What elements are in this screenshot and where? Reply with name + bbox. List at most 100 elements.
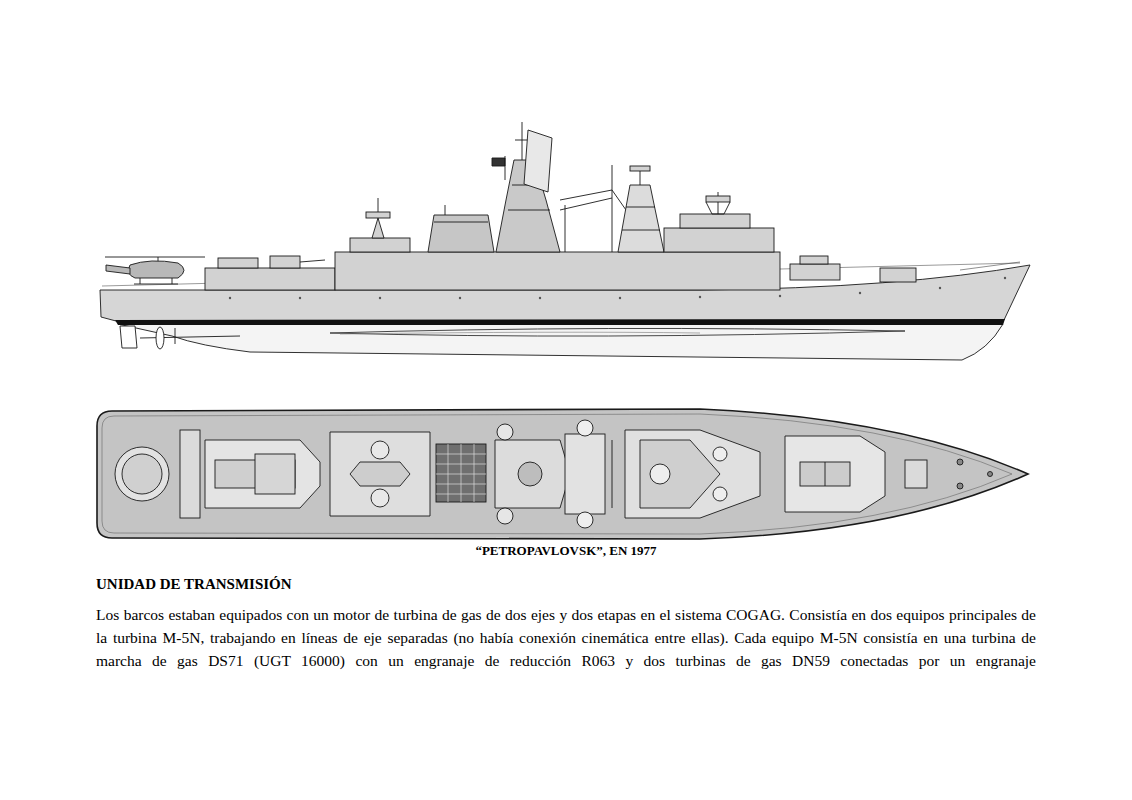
top-view-part bbox=[800, 462, 850, 486]
aft-mast bbox=[372, 218, 384, 238]
aft-launcher bbox=[218, 258, 258, 268]
body-paragraph: Los barcos estaban equipados con un moto… bbox=[96, 603, 1036, 672]
portholes-part bbox=[459, 297, 461, 299]
radar bbox=[706, 196, 730, 202]
portholes-part bbox=[1004, 277, 1006, 279]
boot-topping bbox=[115, 319, 1005, 325]
deck-edge-house bbox=[180, 430, 200, 518]
side-profile-part bbox=[560, 198, 612, 210]
top-view bbox=[97, 409, 1028, 539]
top-view-part bbox=[640, 440, 720, 508]
portholes-part bbox=[779, 295, 781, 297]
helicopter-part bbox=[172, 278, 173, 284]
helicopter-part bbox=[128, 261, 184, 278]
funnel-grid-part bbox=[461, 444, 462, 502]
section-heading: UNIDAD DE TRANSMISIÓN bbox=[96, 576, 292, 593]
portholes-part bbox=[939, 287, 941, 289]
deck-outline bbox=[97, 409, 1028, 539]
mast-pole bbox=[522, 122, 523, 160]
portholes-part bbox=[699, 296, 701, 298]
mast-pole bbox=[378, 198, 379, 212]
figure-caption: “PETROPAVLOVSK”, EN 1977 bbox=[0, 543, 1132, 559]
portholes-part bbox=[859, 292, 861, 294]
top-view-part bbox=[371, 441, 389, 459]
deck-edge bbox=[102, 414, 1012, 534]
aft-gun bbox=[270, 256, 300, 268]
helicopter bbox=[105, 257, 205, 284]
forward-superstructure bbox=[625, 430, 760, 518]
side-profile-part bbox=[565, 205, 566, 252]
funnel-grid-part bbox=[448, 444, 449, 502]
side-profile-part bbox=[505, 156, 506, 180]
side-profile-part bbox=[300, 260, 325, 262]
bilge-keel bbox=[340, 332, 700, 334]
portholes-part bbox=[229, 297, 231, 299]
helicopter-part bbox=[140, 278, 141, 284]
side-profile-part bbox=[626, 207, 655, 208]
radar bbox=[366, 212, 390, 218]
top-view-part bbox=[518, 462, 542, 486]
bridge-deck bbox=[680, 214, 750, 228]
top-view-part bbox=[957, 459, 963, 465]
aft-superstructure bbox=[330, 432, 430, 516]
helipad bbox=[115, 447, 169, 501]
top-view-part bbox=[713, 487, 727, 501]
top-view-part bbox=[371, 489, 389, 507]
launcher-top bbox=[800, 256, 828, 264]
top-view-part bbox=[988, 472, 993, 477]
funnel-grid-part bbox=[474, 444, 475, 502]
portholes-part bbox=[619, 297, 621, 299]
helicopter-part bbox=[134, 284, 178, 285]
portholes-part bbox=[299, 297, 301, 299]
funnel-grid bbox=[436, 444, 486, 502]
helicopter-part bbox=[106, 265, 130, 274]
top-view-part bbox=[577, 512, 593, 528]
side-profile-part bbox=[960, 262, 1020, 270]
top-view-part bbox=[612, 440, 613, 508]
top-view-part bbox=[713, 447, 727, 461]
strut bbox=[175, 328, 176, 344]
side-profile bbox=[100, 122, 1030, 360]
bow-mount bbox=[880, 268, 916, 282]
mast-pole bbox=[718, 192, 719, 214]
top-view-part bbox=[577, 420, 593, 436]
portholes-part bbox=[539, 297, 541, 299]
radar-antenna bbox=[524, 130, 552, 192]
top-view-part bbox=[255, 454, 295, 494]
tower-top bbox=[495, 440, 570, 508]
portholes-part bbox=[379, 297, 381, 299]
crane-post bbox=[612, 165, 613, 252]
rudder bbox=[120, 326, 137, 348]
top-view-part bbox=[497, 508, 513, 524]
side-profile-part bbox=[706, 202, 730, 214]
superstructure bbox=[335, 252, 780, 290]
bilge-keel bbox=[330, 328, 905, 336]
deck-house bbox=[350, 238, 410, 252]
flag bbox=[492, 158, 505, 166]
top-view-part bbox=[122, 454, 162, 494]
lower-hull bbox=[118, 324, 1003, 360]
top-view-part bbox=[650, 464, 670, 484]
shaft bbox=[140, 336, 240, 338]
launcher bbox=[790, 264, 840, 280]
mast-pole bbox=[445, 205, 446, 215]
top-view-part bbox=[957, 483, 963, 489]
radar bbox=[630, 166, 650, 171]
top-view-part bbox=[497, 424, 513, 440]
top-view-part bbox=[825, 462, 826, 486]
propeller bbox=[156, 327, 164, 349]
forward-launcher bbox=[785, 436, 885, 512]
lattice-mast bbox=[618, 185, 664, 252]
funnel-top bbox=[436, 444, 486, 502]
deck-house-top bbox=[565, 434, 605, 514]
side-profile-part bbox=[508, 210, 550, 211]
hangar bbox=[205, 268, 335, 290]
funnel bbox=[428, 215, 494, 252]
top-view-part bbox=[350, 462, 410, 486]
bridge bbox=[664, 228, 774, 252]
side-profile-part bbox=[434, 222, 488, 223]
boom bbox=[560, 190, 612, 200]
helicopter-part bbox=[105, 257, 205, 258]
